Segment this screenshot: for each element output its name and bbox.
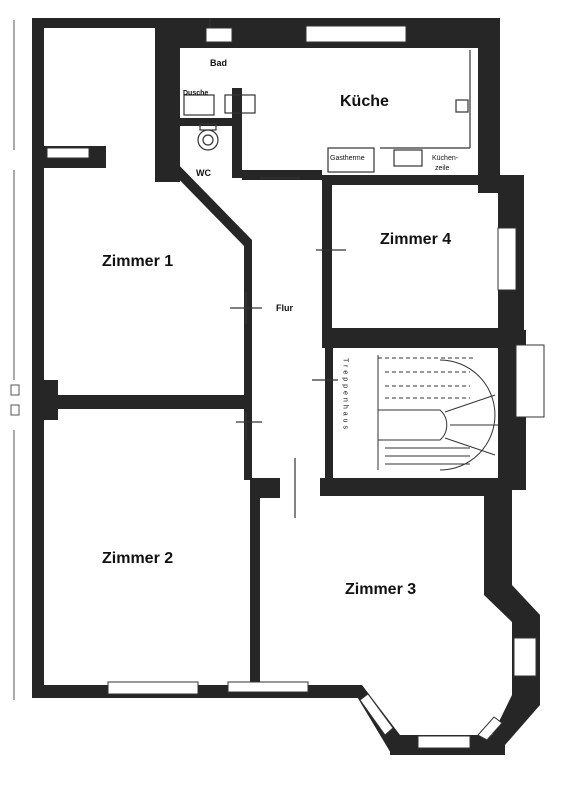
windows [46, 25, 545, 749]
door-marks [209, 18, 346, 518]
room-label-wc: WC [196, 168, 211, 178]
bath-fixtures [183, 94, 256, 151]
interior-walls [36, 88, 502, 685]
kitchen-fixtures [327, 50, 471, 173]
room-label-dusche: Dusche [183, 90, 208, 97]
room-label-zimmer4: Zimmer 4 [380, 231, 451, 248]
bay-window-walls [350, 585, 540, 755]
label-treppenhaus: Treppenhaus [342, 358, 349, 432]
room-label-bad: Bad [210, 58, 227, 68]
left-edge-marks [10, 20, 20, 700]
label-kuechenzeile-2: zeile [435, 165, 450, 172]
room-label-zimmer1: Zimmer 1 [102, 253, 173, 270]
room-label-zimmer3: Zimmer 3 [345, 581, 416, 598]
room-label-zimmer2: Zimmer 2 [102, 550, 173, 567]
label-gastherme: Gastherme [330, 155, 365, 162]
label-kuechenzeile-1: Küchen- [432, 155, 459, 162]
room-label-kueche: Küche [340, 93, 389, 110]
staircase [377, 355, 498, 471]
room-label-flur: Flur [276, 303, 293, 313]
